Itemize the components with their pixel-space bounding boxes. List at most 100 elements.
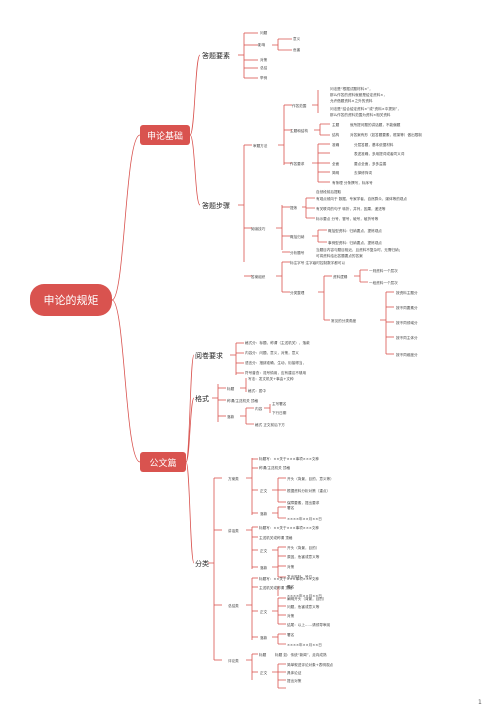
node-answer-organization[interactable]: 答案组织 bbox=[251, 274, 266, 279]
speech-signoff-item: 署名 bbox=[287, 584, 295, 589]
grading-item: 符号普查：逗号慎用，应有建议不够用 bbox=[245, 370, 306, 375]
commentary-title-label: 标题 bbox=[259, 652, 267, 657]
extract-item: 标示要点 分号，冒号，破号，破折号等 bbox=[316, 216, 379, 221]
summary-signoff-label: 落款 bbox=[260, 635, 268, 640]
node-impact[interactable]: 影响 bbox=[258, 42, 266, 47]
node-summary[interactable]: 总结 bbox=[260, 65, 268, 70]
generalize-item: 事例型资料：归纳要点，提炼观点 bbox=[328, 240, 382, 245]
speech-salutation: 主送机关或称谓 顶格 bbox=[259, 535, 293, 540]
format-signoff[interactable]: 落款 bbox=[227, 414, 235, 419]
keyword-value: 对答案有形（如答题要素，框架等）做出限制 bbox=[350, 132, 422, 137]
keyword-value: 就所提问题的讲话题，不能偏题 bbox=[350, 122, 401, 127]
summary-signoff-item: ××××年××月××日 bbox=[287, 642, 322, 647]
node-proposal[interactable]: 方案类 bbox=[228, 476, 239, 481]
classify-item: 按资料主题分 bbox=[396, 290, 418, 295]
summary-body-item: 对策 bbox=[287, 613, 295, 618]
summary-body-label: 正文 bbox=[260, 609, 268, 614]
node-harm[interactable]: 危害 bbox=[293, 47, 301, 52]
format-salutation[interactable]: 称谓/主送机关 顶格 bbox=[227, 398, 259, 403]
node-problem[interactable]: 问题 bbox=[260, 30, 268, 35]
grading-item: 语言分：措辞准确，生动，衔接得当， bbox=[245, 360, 306, 365]
node-significance[interactable]: 意义 bbox=[293, 36, 301, 41]
extract-item: 有关联词的句子 转折，并列，因果，递进等 bbox=[316, 206, 386, 211]
summary-signoff-item: 署名 bbox=[287, 632, 295, 637]
summary-title: 标题写：××关于×××事项×××文种 bbox=[259, 576, 319, 581]
node-answer-scope[interactable]: 作答范围 bbox=[292, 103, 307, 108]
node-classify-angles[interactable]: 常见的分类角度 bbox=[331, 318, 357, 323]
req-value: 去掉修饰词 bbox=[354, 170, 372, 175]
node-topic-structure[interactable]: 主题和结构 bbox=[290, 128, 308, 133]
node-analyze[interactable]: 分析题号 bbox=[290, 250, 305, 255]
node-commentary[interactable]: 评论类 bbox=[228, 658, 239, 663]
node-answer-requirements[interactable]: 作答要求 bbox=[290, 161, 305, 166]
speech-signoff-item: ××××年××月××日 bbox=[287, 593, 322, 598]
scope-line: 问法是“结合给定资料×”或“资料×中提到”， bbox=[330, 106, 401, 111]
topic-note: 自然段前后提取 bbox=[316, 189, 342, 194]
commentary-body-item: 提出对策 bbox=[287, 678, 302, 683]
scope-line: 那么作答的资料就都是给定资料×， bbox=[330, 92, 387, 97]
commentary-body-item: 简单叙述评论对象+表明观点 bbox=[287, 662, 334, 667]
node-grading-requirements[interactable]: 阅卷要求 bbox=[195, 351, 223, 360]
classify-item: 按不同主体分 bbox=[396, 335, 418, 340]
proposal-body-item: 开头（背景，目的，意义等） bbox=[287, 476, 334, 481]
node-categories[interactable]: 分类 bbox=[195, 559, 209, 568]
proposal-body-label: 正文 bbox=[260, 488, 268, 493]
format-center: 格式：居中 bbox=[248, 388, 266, 393]
commentary-body-label: 正文 bbox=[260, 670, 268, 675]
format-title[interactable]: 标题 bbox=[227, 386, 235, 391]
scope-line: 问法是“根据试题材料×”， bbox=[330, 86, 373, 91]
node-format[interactable]: 格式 bbox=[195, 394, 209, 403]
node-example[interactable]: 举例 bbox=[260, 75, 268, 80]
node-countermeasure[interactable]: 对策 bbox=[260, 57, 268, 62]
count-note: 标注字号 注字级时控制数字都可以 bbox=[290, 260, 345, 265]
generalize-item: 概括型资料：归纳要点，提炼观点 bbox=[328, 228, 382, 233]
node-summary-type[interactable]: 总结类 bbox=[228, 603, 239, 608]
summary-salutation: 主送机关或称谓 顶格 bbox=[259, 585, 293, 590]
node-classify[interactable]: 分类整理 bbox=[290, 290, 305, 295]
content-item: 主写署名 bbox=[272, 401, 287, 406]
root-node[interactable]: 申论的规矩 bbox=[30, 284, 112, 316]
req-key: 简明 bbox=[332, 170, 340, 175]
material-item: 一则资料一个层次 bbox=[369, 268, 398, 273]
req-key: 全面 bbox=[332, 161, 340, 166]
speech-body-item: 对策 bbox=[287, 564, 295, 569]
node-reading-tips[interactable]: 阅读技巧 bbox=[251, 226, 266, 231]
format-position: 格式 正文前后下方 bbox=[255, 422, 285, 427]
req-value: 要点全面，多多益善 bbox=[354, 161, 387, 166]
connectors bbox=[111, 32, 394, 689]
node-extract[interactable]: 提炼 bbox=[290, 205, 298, 210]
req-value: 分层答题，基本依据材料 bbox=[354, 142, 394, 147]
commentary-title: 标题 如：传统“新闻”，走向成熟 bbox=[275, 652, 327, 657]
root-label: 申论的规矩 bbox=[44, 293, 99, 307]
scope-line: 允许借题资料×之外的资料 bbox=[330, 98, 373, 103]
classify-item: 按不同要素分 bbox=[396, 305, 418, 310]
summary-body-item: 阐明开头（背景，目的） bbox=[287, 596, 327, 601]
branch-official-docs[interactable]: 公文篇 bbox=[140, 452, 186, 472]
speech-body-item: 发出呼吁，号召 bbox=[287, 574, 313, 579]
grading-item: 格式分：标题，称谓（主送机关），落款 bbox=[245, 340, 310, 345]
branch-label: 申论基础 bbox=[147, 130, 183, 142]
node-review-method[interactable]: 审题方法 bbox=[253, 143, 268, 148]
branch-label: 公文篇 bbox=[149, 457, 176, 469]
extract-item: 有观点倾向于 数据，专家学者，自然群众，媒体等的观点 bbox=[316, 196, 407, 201]
req-key: 准确 bbox=[332, 142, 340, 147]
node-speech[interactable]: 讲话类 bbox=[228, 528, 239, 533]
speech-body-label: 正文 bbox=[260, 548, 268, 553]
node-generalize[interactable]: 概括归纳 bbox=[290, 234, 305, 239]
speech-body-item: 原因，危害或意义等 bbox=[287, 554, 320, 559]
page-number: 1 bbox=[478, 699, 482, 706]
branch-shenlun-basics[interactable]: 申论基础 bbox=[140, 125, 190, 145]
material-item: 一段资料一个层次 bbox=[369, 280, 398, 285]
speech-title: 标题写：××关于×××事项×××文种 bbox=[259, 525, 319, 530]
node-material-logic[interactable]: 资料逻辑 bbox=[333, 274, 348, 279]
format-content[interactable]: 内容 bbox=[255, 406, 263, 411]
req-value: 表述准确，多用提词或者同义词 bbox=[354, 151, 405, 156]
content-item: 下行日期 bbox=[272, 410, 287, 415]
node-answer-steps[interactable]: 答题步骤 bbox=[202, 201, 230, 210]
node-answer-elements[interactable]: 答题要素 bbox=[202, 51, 230, 60]
speech-body-item: 开头（背景，目的） bbox=[287, 545, 319, 550]
grading-item: 内容分：问题，意义，对策，意义 bbox=[245, 350, 299, 355]
keyword-key: 主题 bbox=[332, 122, 340, 127]
proposal-signoff-label: 落款 bbox=[260, 511, 268, 516]
summary-body-item: 结尾：以上……请领导审阅 bbox=[287, 622, 331, 627]
